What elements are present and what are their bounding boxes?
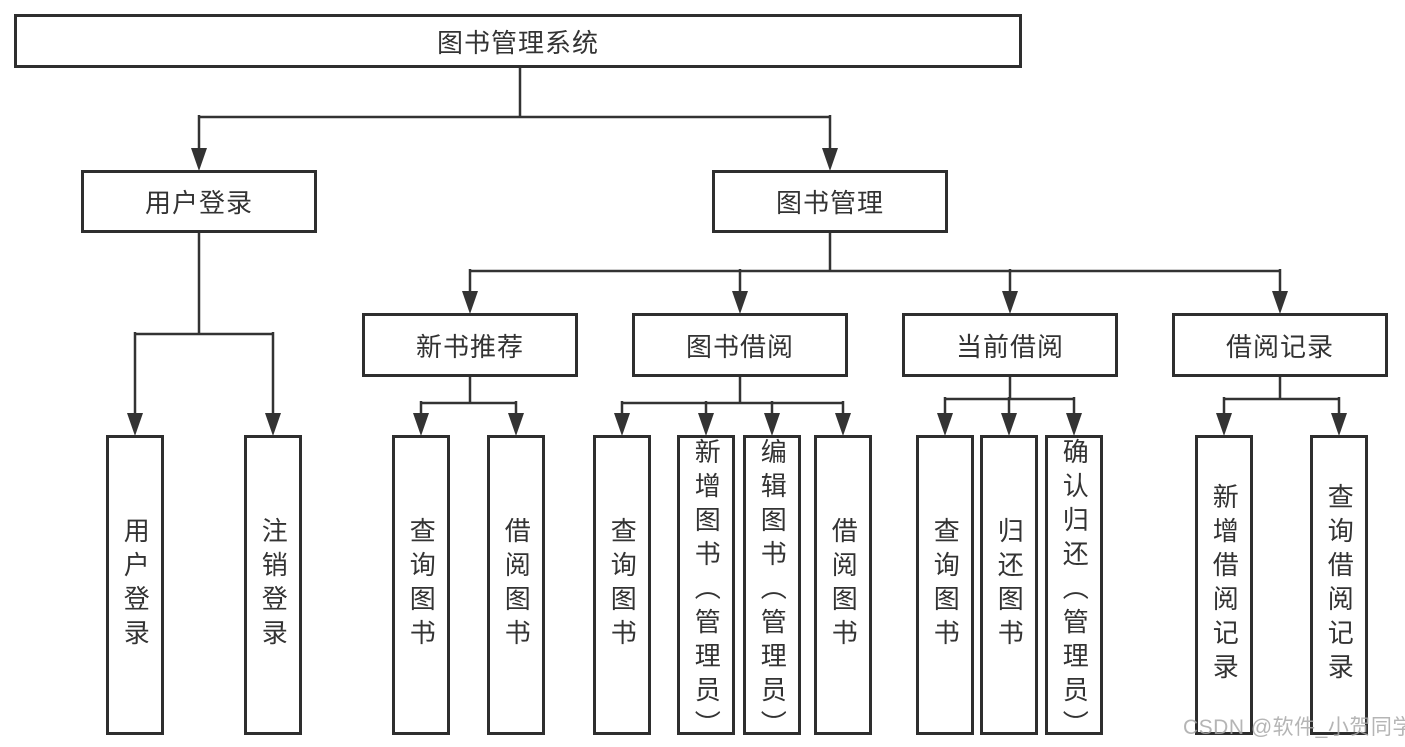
arrowhead-book-management (822, 148, 838, 171)
leaf-user-login: 用户登录 (106, 435, 164, 735)
leaf-borrow-books-borrowing: 借阅图书 (814, 435, 872, 735)
arrowhead-leaf-borrow-books-recommend (508, 413, 524, 436)
arrowhead-leaf-query-books-recommend (413, 413, 429, 436)
arrowhead-borrowing-records (1272, 291, 1288, 314)
leaf-confirm-return-admin: 确认归还（管理员） (1045, 435, 1103, 744)
connector-borrowing-records-children (1216, 377, 1347, 436)
connector-root-to-level2 (191, 68, 838, 171)
node-book-borrowing: 图书借阅 (632, 313, 848, 377)
arrowhead-leaf-return-books (1001, 413, 1017, 436)
arrowhead-leaf-add-books-admin (698, 413, 714, 436)
leaf-edit-books-admin: 编辑图书（管理员） (743, 435, 801, 744)
arrowhead-user-login (191, 148, 207, 171)
arrowhead-leaf-query-borrow-record (1331, 413, 1347, 436)
arrowhead-new-book-recommendation (462, 291, 478, 314)
node-book-management: 图书管理 (712, 170, 948, 233)
arrowhead-leaf-borrow-books-borrowing (835, 413, 851, 436)
node-new-book-recommendation: 新书推荐 (362, 313, 578, 377)
node-borrowing-records: 借阅记录 (1172, 313, 1388, 377)
leaf-query-borrow-record: 查询借阅记录 (1310, 435, 1368, 735)
node-root: 图书管理系统 (14, 14, 1022, 68)
connector-book-borrowing-children (614, 377, 851, 436)
arrowhead-leaf-user-login (127, 413, 143, 436)
leaf-query-books-borrowing: 查询图书 (593, 435, 651, 735)
arrowhead-leaf-logout (265, 413, 281, 436)
leaf-return-books: 归还图书 (980, 435, 1038, 735)
leaf-logout: 注销登录 (244, 435, 302, 735)
watermark: CSDN @软件_小贺同学 (1183, 716, 1405, 739)
connector-user-login-children (127, 233, 281, 436)
arrowhead-current-borrowing (1002, 291, 1018, 314)
arrowhead-leaf-add-borrow-record (1216, 413, 1232, 436)
arrowhead-leaf-confirm-return-admin (1066, 413, 1082, 436)
leaf-query-books-recommend: 查询图书 (392, 435, 450, 735)
connector-new-book-recommendation-children (413, 377, 524, 436)
leaf-add-books-admin: 新增图书（管理员） (677, 435, 735, 744)
connector-book-management-children (462, 233, 1288, 314)
leaf-add-borrow-record: 新增借阅记录 (1195, 435, 1253, 735)
node-user-login: 用户登录 (81, 170, 317, 233)
arrowhead-leaf-query-books-current (937, 413, 953, 436)
connector-current-borrowing-children (937, 377, 1082, 436)
leaf-borrow-books-recommend: 借阅图书 (487, 435, 545, 735)
leaf-query-books-current: 查询图书 (916, 435, 974, 735)
node-current-borrowing: 当前借阅 (902, 313, 1118, 377)
arrowhead-leaf-query-books-borrowing (614, 413, 630, 436)
arrowhead-leaf-edit-books-admin (764, 413, 780, 436)
arrowhead-book-borrowing (732, 291, 748, 314)
